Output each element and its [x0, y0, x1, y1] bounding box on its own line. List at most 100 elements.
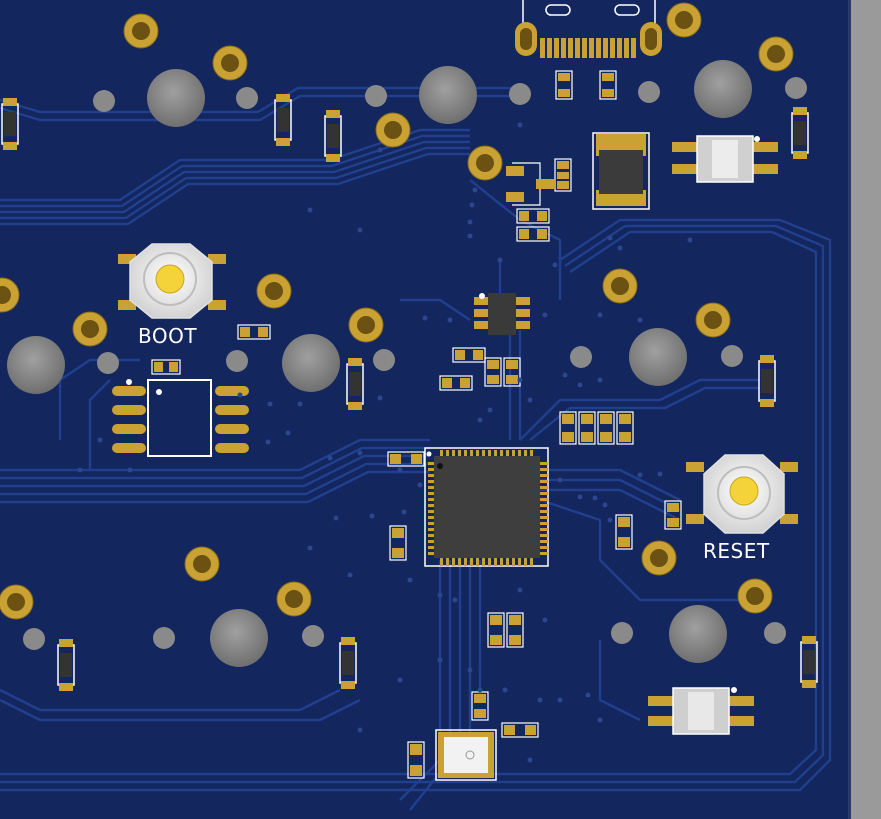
mcu-pin	[428, 522, 436, 525]
mcu-pin	[470, 450, 473, 458]
via	[97, 437, 103, 443]
via	[307, 545, 313, 551]
mcu-pin	[428, 474, 436, 477]
rgb-led-bottom	[648, 687, 754, 735]
via	[497, 257, 503, 263]
via	[557, 697, 563, 703]
mcu-pin	[458, 450, 461, 458]
via	[401, 509, 407, 515]
via	[657, 471, 663, 477]
boot-button[interactable]	[118, 243, 226, 319]
via	[687, 237, 693, 243]
mcu-pin	[518, 558, 521, 566]
via	[467, 233, 473, 239]
via	[597, 312, 603, 318]
mcu-pin	[470, 558, 473, 566]
mcu-pin	[482, 558, 485, 566]
mcu-pin	[428, 516, 436, 519]
mcu-pin	[540, 474, 548, 477]
mcu-pin	[494, 558, 497, 566]
mcu-pin	[540, 498, 548, 501]
mcu-pin	[446, 450, 449, 458]
mcu-pin	[540, 504, 548, 507]
via	[517, 377, 523, 383]
mcu-pin	[524, 558, 527, 566]
mcu-pin	[540, 510, 548, 513]
via	[397, 677, 403, 683]
via	[469, 202, 475, 208]
mcu-pin	[464, 450, 467, 458]
mcu-pin	[428, 510, 436, 513]
flash-ic-soic8	[112, 379, 249, 457]
via	[477, 417, 483, 423]
mcu-pin	[540, 552, 548, 555]
mcu-pin	[428, 498, 436, 501]
mcu-pin	[494, 450, 497, 458]
via	[597, 377, 603, 383]
mcu-pin	[540, 486, 548, 489]
via	[637, 472, 643, 478]
via	[527, 757, 533, 763]
board-edge	[850, 0, 881, 819]
mcu-pin	[500, 450, 503, 458]
mcu-pin	[518, 450, 521, 458]
mcu-pin	[476, 558, 479, 566]
mcu-pin	[488, 558, 491, 566]
via	[477, 687, 483, 693]
mcu-pin	[524, 450, 527, 458]
mcu-pin	[428, 504, 436, 507]
mcu-pin	[476, 450, 479, 458]
via	[517, 587, 523, 593]
mcu-pin	[428, 468, 436, 471]
via	[467, 667, 473, 673]
mcu-pin	[530, 558, 533, 566]
mcu-pin	[428, 552, 436, 555]
via	[127, 467, 133, 473]
mcu-pin	[428, 528, 436, 531]
via	[397, 467, 403, 473]
mcu-pin	[440, 558, 443, 566]
via	[617, 245, 623, 251]
via	[437, 657, 443, 663]
via	[347, 572, 353, 578]
mcu-pin	[488, 450, 491, 458]
mcu-pin	[540, 546, 548, 549]
via	[592, 495, 598, 501]
via	[607, 517, 613, 523]
mcu-pin	[464, 558, 467, 566]
via	[537, 697, 543, 703]
via	[369, 513, 375, 519]
via	[542, 617, 548, 623]
reset-label: RESET	[703, 539, 770, 563]
via	[297, 401, 303, 407]
via	[422, 315, 428, 321]
mcu-pin	[458, 558, 461, 566]
passives	[151, 70, 682, 779]
mcu-pin	[540, 540, 548, 543]
via	[577, 382, 583, 388]
mcu-pin	[540, 468, 548, 471]
mcu-pin	[540, 462, 548, 465]
via	[552, 262, 558, 268]
reset-button[interactable]	[686, 454, 798, 534]
via	[357, 227, 363, 233]
via	[597, 717, 603, 723]
via	[377, 147, 383, 153]
via	[637, 317, 643, 323]
via	[542, 312, 548, 318]
crystal-oscillator	[435, 729, 497, 781]
mcu-pin	[428, 540, 436, 543]
vias	[77, 122, 693, 763]
rgb-led-top	[672, 135, 778, 183]
mcu-pin	[452, 558, 455, 566]
small-ic-soic8	[474, 293, 530, 335]
mcu-pin	[440, 450, 443, 458]
mcu-pin	[428, 546, 436, 549]
diodes	[1, 94, 818, 691]
via	[265, 439, 271, 445]
via	[562, 372, 568, 378]
mcu-pin	[452, 450, 455, 458]
mcu-pin	[512, 558, 515, 566]
via	[327, 455, 333, 461]
mcu-pin	[506, 558, 509, 566]
